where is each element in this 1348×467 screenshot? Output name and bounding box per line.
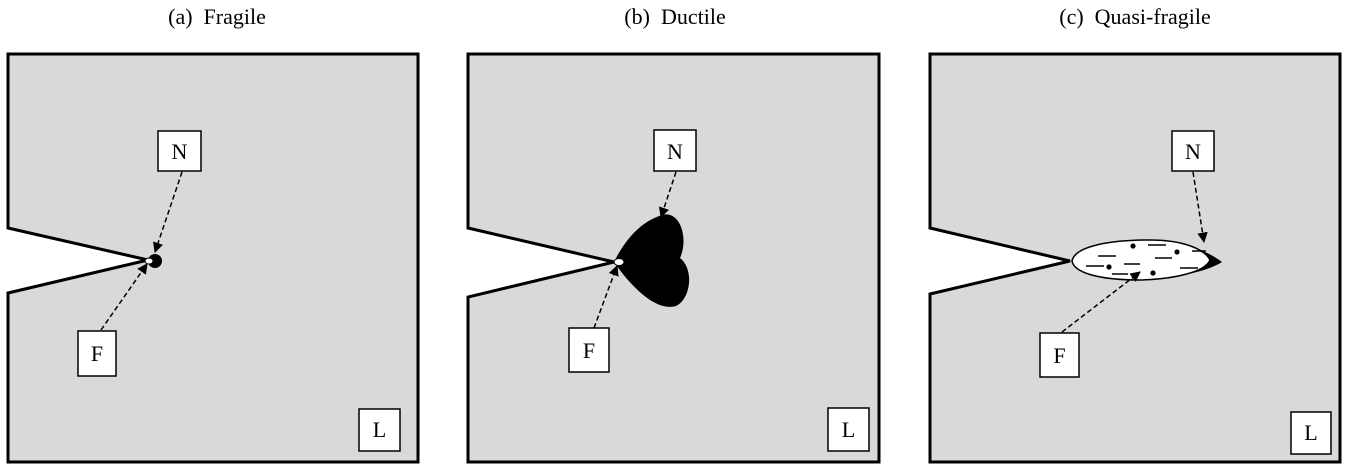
process-zone — [1071, 239, 1211, 281]
caption-ductile: (b) Ductile — [624, 4, 726, 29]
micropores — [1106, 243, 1180, 276]
n-label: N — [1185, 139, 1201, 164]
f-label-box — [1039, 332, 1080, 378]
n-arrow — [1192, 171, 1208, 244]
notch-tip-marker — [613, 258, 625, 266]
f-arrow — [1061, 271, 1141, 333]
n-label: N — [667, 139, 683, 164]
f-label: F — [91, 341, 103, 366]
caption-quasi-fragile: (c) Quasi-fragile — [1059, 4, 1211, 29]
panel-quasi-fragile: N F L — [928, 52, 1342, 464]
n-label-box — [1171, 130, 1215, 172]
notch-tip-marker — [144, 257, 154, 265]
l-label-box — [827, 407, 870, 452]
n-arrow — [153, 171, 183, 253]
l-label: L — [842, 417, 855, 442]
fracture-zone — [148, 254, 162, 268]
n-label-box — [653, 129, 697, 172]
n-label: N — [172, 139, 188, 164]
panel-fragile: N F L — [6, 52, 420, 464]
microcracks — [1086, 244, 1206, 275]
panel-ductile: N F L — [466, 52, 881, 464]
f-arrow — [593, 265, 619, 329]
f-label: F — [583, 338, 595, 363]
plastic-zone — [614, 214, 690, 307]
f-label: F — [1053, 343, 1065, 368]
n-label-box — [157, 130, 202, 172]
f-label-box — [568, 327, 610, 373]
f-label-box — [77, 330, 117, 377]
l-label: L — [1304, 420, 1317, 445]
l-label-box — [1290, 411, 1332, 455]
l-label-box — [358, 408, 401, 452]
f-arrow — [100, 263, 148, 331]
notched-specimen — [6, 52, 420, 464]
l-label: L — [373, 417, 386, 442]
caption-fragile: (a) Fragile — [168, 4, 266, 29]
